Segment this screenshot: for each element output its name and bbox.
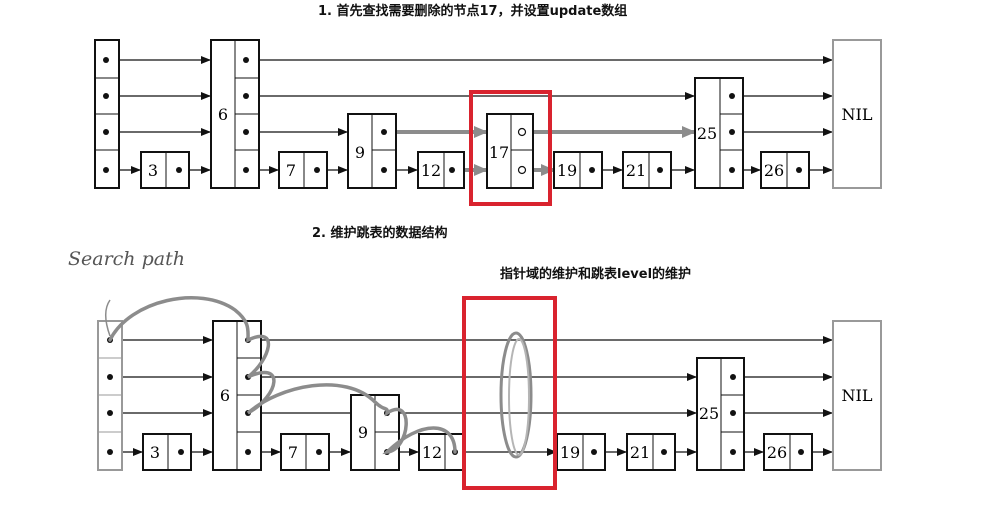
node-key: 17: [489, 143, 509, 162]
node-key: 12: [422, 443, 442, 462]
step1-heading: 1. 首先查找需要删除的节点17，并设置update数组: [318, 4, 628, 19]
delete-target-highlight: [469, 90, 552, 206]
node-9: 9: [350, 394, 400, 471]
node-6: 6: [210, 39, 260, 189]
node-6: 6: [212, 320, 262, 471]
node-17: 17: [486, 113, 534, 189]
nil-node: NIL: [832, 320, 882, 471]
diagram2: 3 6 7 9: [97, 296, 882, 490]
node-key: 7: [286, 161, 296, 180]
node-key: 6: [218, 105, 228, 124]
search-path-pointer: [105, 299, 111, 337]
node-key: 3: [148, 161, 158, 180]
node-25: 25: [694, 77, 744, 189]
node-key: 9: [358, 423, 368, 442]
nil-label: NIL: [842, 386, 873, 405]
splice-loop-icon: [499, 331, 533, 459]
node-12: 12: [418, 433, 466, 471]
search-path-curve: [108, 296, 457, 455]
node-key: 3: [150, 443, 160, 462]
node-key: 21: [626, 161, 646, 180]
nil-label: NIL: [842, 105, 873, 124]
node-12: 12: [417, 151, 465, 189]
node-key: 25: [699, 404, 719, 423]
step2-heading: 2. 维护跳表的数据结构: [312, 226, 448, 241]
node-21: 21: [626, 433, 676, 471]
node-21: 21: [622, 151, 672, 189]
node-25: 25: [696, 357, 745, 471]
nil-node: NIL: [832, 39, 882, 189]
node-key: 26: [764, 161, 784, 180]
pointer-note-heading: 指针域的维护和跳表level的维护: [500, 267, 692, 282]
node-9: 9: [347, 113, 397, 189]
header-node: [94, 39, 120, 189]
node-key: 25: [697, 124, 717, 143]
node-key: 9: [355, 143, 365, 162]
node-key: 21: [630, 443, 650, 462]
node-key: 26: [767, 443, 787, 462]
node-key: 19: [560, 443, 580, 462]
node-26: 26: [760, 151, 810, 189]
search-path-label: Search path: [68, 248, 185, 270]
node-3: 3: [140, 151, 190, 189]
node-key: 7: [288, 443, 298, 462]
node-7: 7: [278, 151, 328, 189]
node-key: 6: [220, 386, 230, 405]
node-19: 19: [556, 433, 606, 471]
node-19: 19: [553, 151, 603, 189]
node-key: 12: [421, 161, 441, 180]
node-key: 19: [557, 161, 577, 180]
pointer-maintenance-highlight: [462, 296, 557, 490]
diagram1: 3 6 7 9: [94, 39, 882, 206]
node-26: 26: [763, 433, 813, 471]
node-3: 3: [142, 433, 192, 471]
node-7: 7: [280, 433, 330, 471]
header-node: [97, 320, 123, 471]
